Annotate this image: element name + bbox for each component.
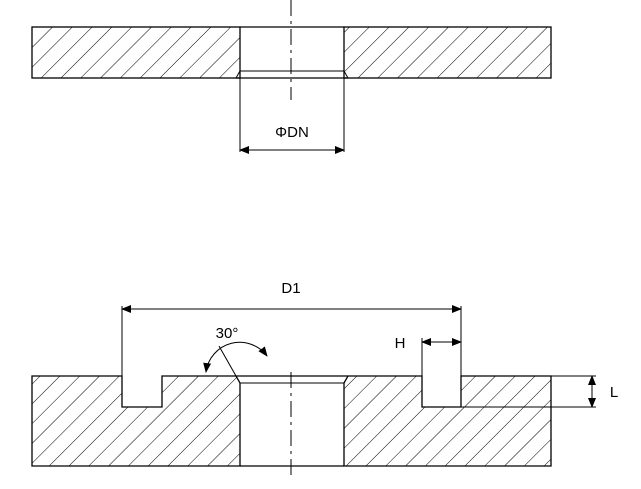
dn-label: ΦDN	[275, 124, 309, 141]
angle-arc	[203, 341, 268, 373]
bottom-right-section	[343, 375, 552, 467]
top-flange-view: ΦDN	[31, 0, 552, 154]
top-left-section	[31, 26, 241, 79]
d1-label: D1	[281, 280, 300, 297]
bottom-flange-view: D1 H L 30°	[31, 280, 618, 478]
angle-leader	[218, 345, 237, 377]
top-chamfer-left	[235, 70, 241, 79]
h-label: H	[395, 335, 406, 352]
bottom-left-section	[31, 375, 241, 467]
l-label: L	[610, 384, 618, 401]
top-right-section	[343, 26, 552, 79]
top-chamfer-right	[343, 70, 349, 79]
angle-label: 30°	[216, 325, 239, 342]
